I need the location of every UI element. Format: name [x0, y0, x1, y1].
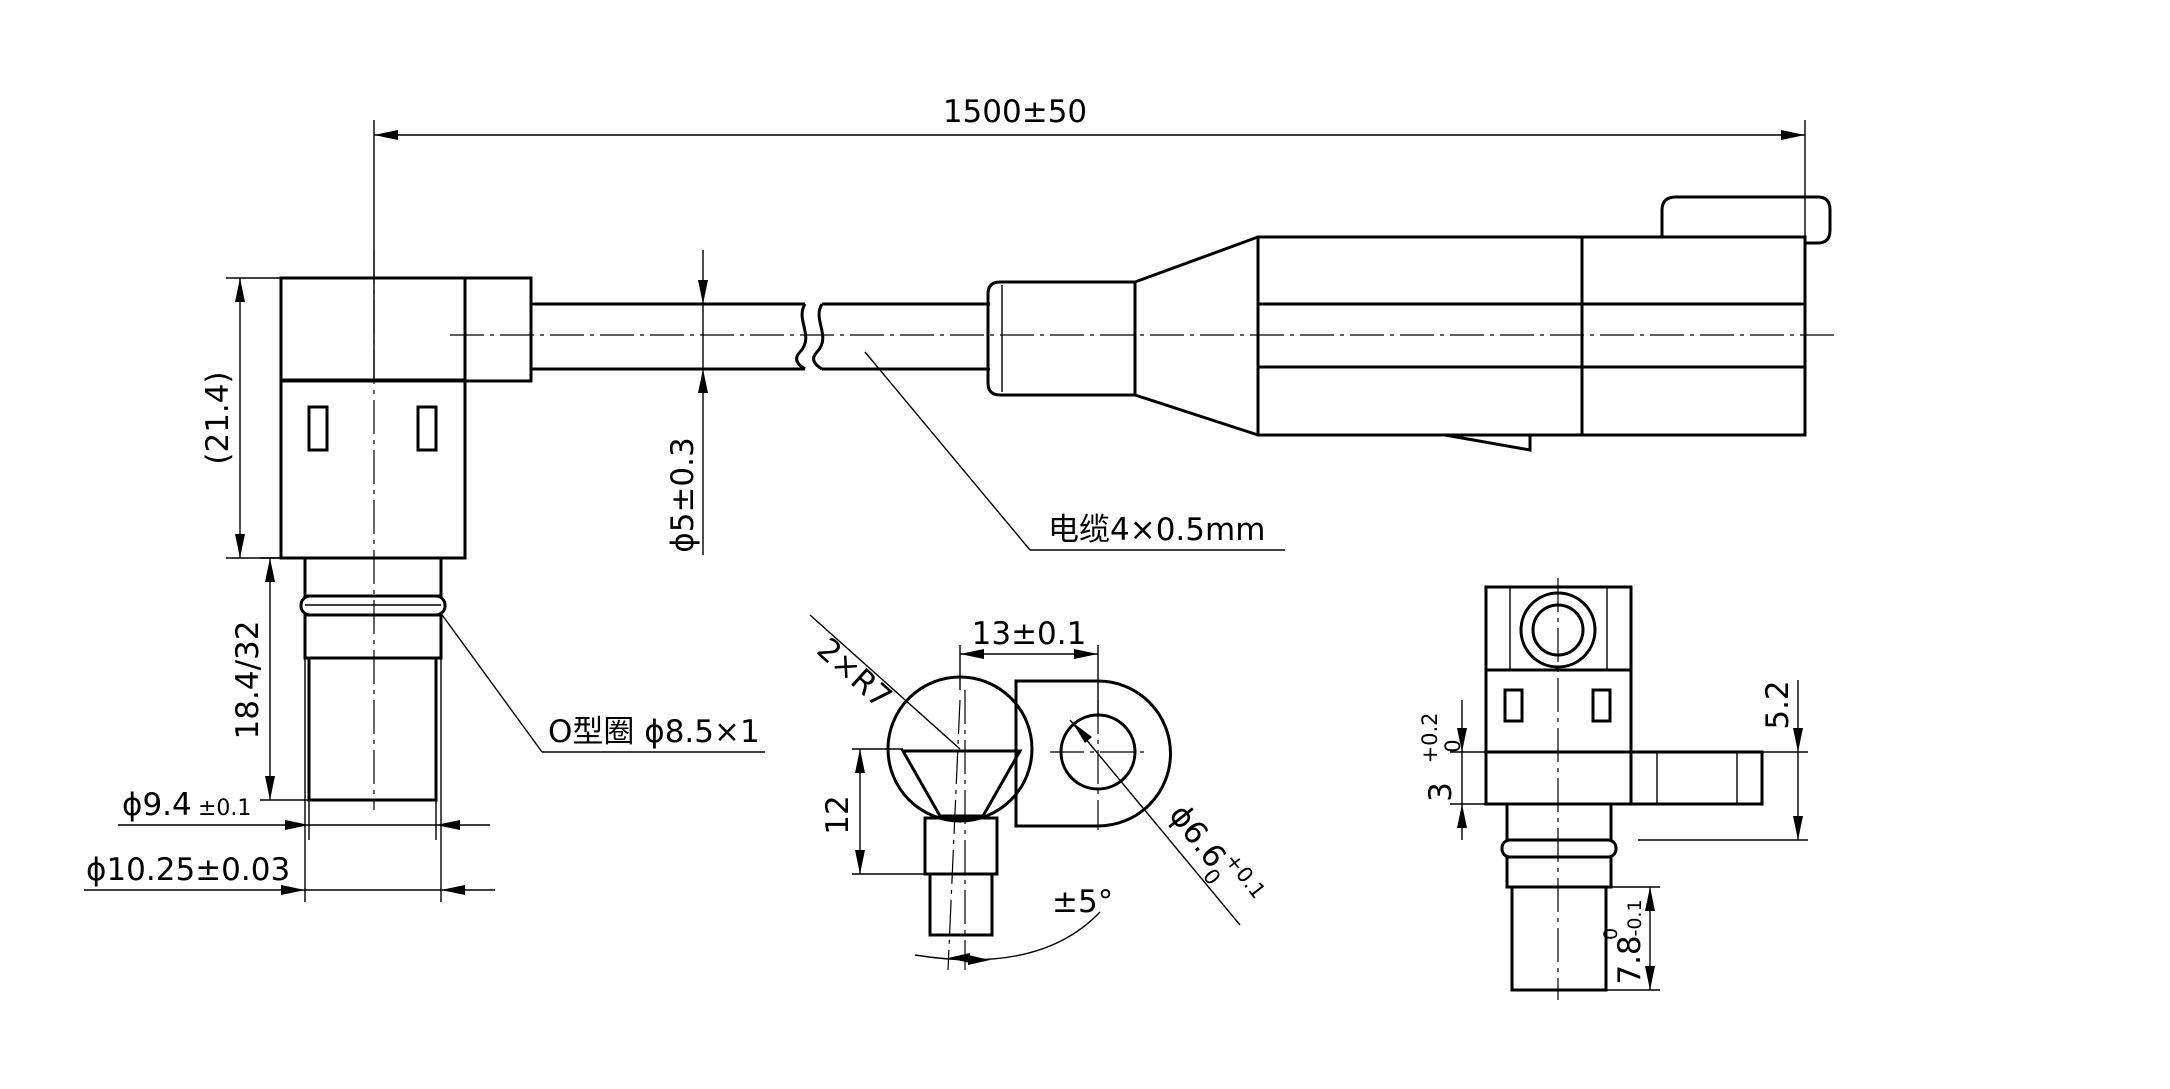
- cable: [531, 302, 990, 371]
- flange-top-view: [886, 675, 1172, 971]
- body-length-label: 18.4/32: [230, 621, 266, 740]
- connector-key: [1444, 433, 1532, 452]
- total-length-label: 1500±50: [943, 94, 1087, 130]
- flange-radius-label: 2×R7: [810, 631, 899, 716]
- connector-window-right: [416, 405, 438, 452]
- flange-plate: [1014, 679, 1172, 828]
- angle-tolerance-label: ±5°: [1052, 884, 1113, 920]
- hole-spacing-label: 13±0.1: [972, 616, 1087, 652]
- dimension-hole-spacing: 13±0.1: [959, 616, 1099, 715]
- flange-tol-lower-label: 0: [1441, 739, 1465, 752]
- connector-latch: [1660, 195, 1832, 245]
- callout-cable-spec: 电缆4×0.5mm: [864, 351, 1285, 551]
- dimension-body-length: 18.4/32: [230, 557, 309, 801]
- dimension-flange-thickness: 3 +0.2 0: [1418, 700, 1486, 840]
- tip-length-label: 7.8: [1612, 935, 1648, 984]
- sensor-upper-body: [303, 613, 443, 660]
- dimension-flange-height: 5.2: [1638, 680, 1808, 841]
- end-window-right: [1591, 688, 1612, 723]
- oring-label: O型圈 ϕ8.5×1: [548, 714, 760, 750]
- dimension-tip-length: 7.8 0 -0.1: [1600, 886, 1660, 991]
- sensor-end-view: [1484, 578, 1764, 1000]
- dimension-angle-tolerance: ±5°: [914, 884, 1113, 965]
- tip-len-tol-upper-label: 0: [1600, 928, 1622, 940]
- sensor-neck: [303, 556, 443, 598]
- end-view-tip: [1510, 885, 1608, 992]
- end-view-neck: [1505, 802, 1613, 842]
- tip-diameter-label: ϕ9.4: [122, 787, 192, 823]
- end-view-flange-ear: [1631, 750, 1764, 806]
- dimension-housing-height: (21.4): [200, 277, 305, 559]
- dimension-cable-diameter: ϕ5±0.3: [665, 250, 708, 555]
- housing-upper: [279, 276, 467, 382]
- hex-face: [900, 749, 1023, 818]
- connector-window-left: [307, 405, 329, 452]
- end-window-left: [1503, 688, 1524, 723]
- sensor-tip: [307, 656, 438, 802]
- connector-body: [1256, 235, 1807, 437]
- flange-height-label: 5.2: [1760, 680, 1796, 729]
- housing-height-label: (21.4): [200, 371, 236, 464]
- connector: [986, 195, 1832, 452]
- dimension-flange-offset: 12: [820, 748, 925, 875]
- sensor-head-side-view: [279, 250, 1835, 810]
- tip-tolerance-label: ±0.1: [198, 796, 251, 821]
- body-diameter-label: ϕ10.25±0.03: [86, 852, 290, 888]
- dimension-tip-diameter: ϕ9.4 ±0.1: [118, 787, 490, 840]
- flange-stem: [923, 816, 999, 876]
- dimension-total-length: 1500±50: [373, 94, 1806, 278]
- flange-offset-label: 12: [820, 795, 856, 834]
- cable-spec-label: 电缆4×0.5mm: [1048, 512, 1265, 548]
- end-view-oring: [1500, 838, 1618, 859]
- cable-outlet-boss: [465, 276, 533, 383]
- strain-relief: [986, 280, 1137, 397]
- flange-thickness-label: 3: [1423, 782, 1459, 802]
- flange-tol-upper-label: +0.2: [1418, 713, 1442, 764]
- hole-tol-upper-label: +0.1: [1220, 848, 1270, 903]
- cable-diameter-label: ϕ5±0.3: [665, 437, 701, 552]
- dimension-body-diameter: ϕ10.25±0.03: [84, 658, 495, 902]
- callout-oring: O型圈 ϕ8.5×1: [439, 611, 765, 753]
- tip-len-tol-lower-label: -0.1: [1624, 899, 1646, 936]
- end-view-upper-body: [1505, 855, 1613, 889]
